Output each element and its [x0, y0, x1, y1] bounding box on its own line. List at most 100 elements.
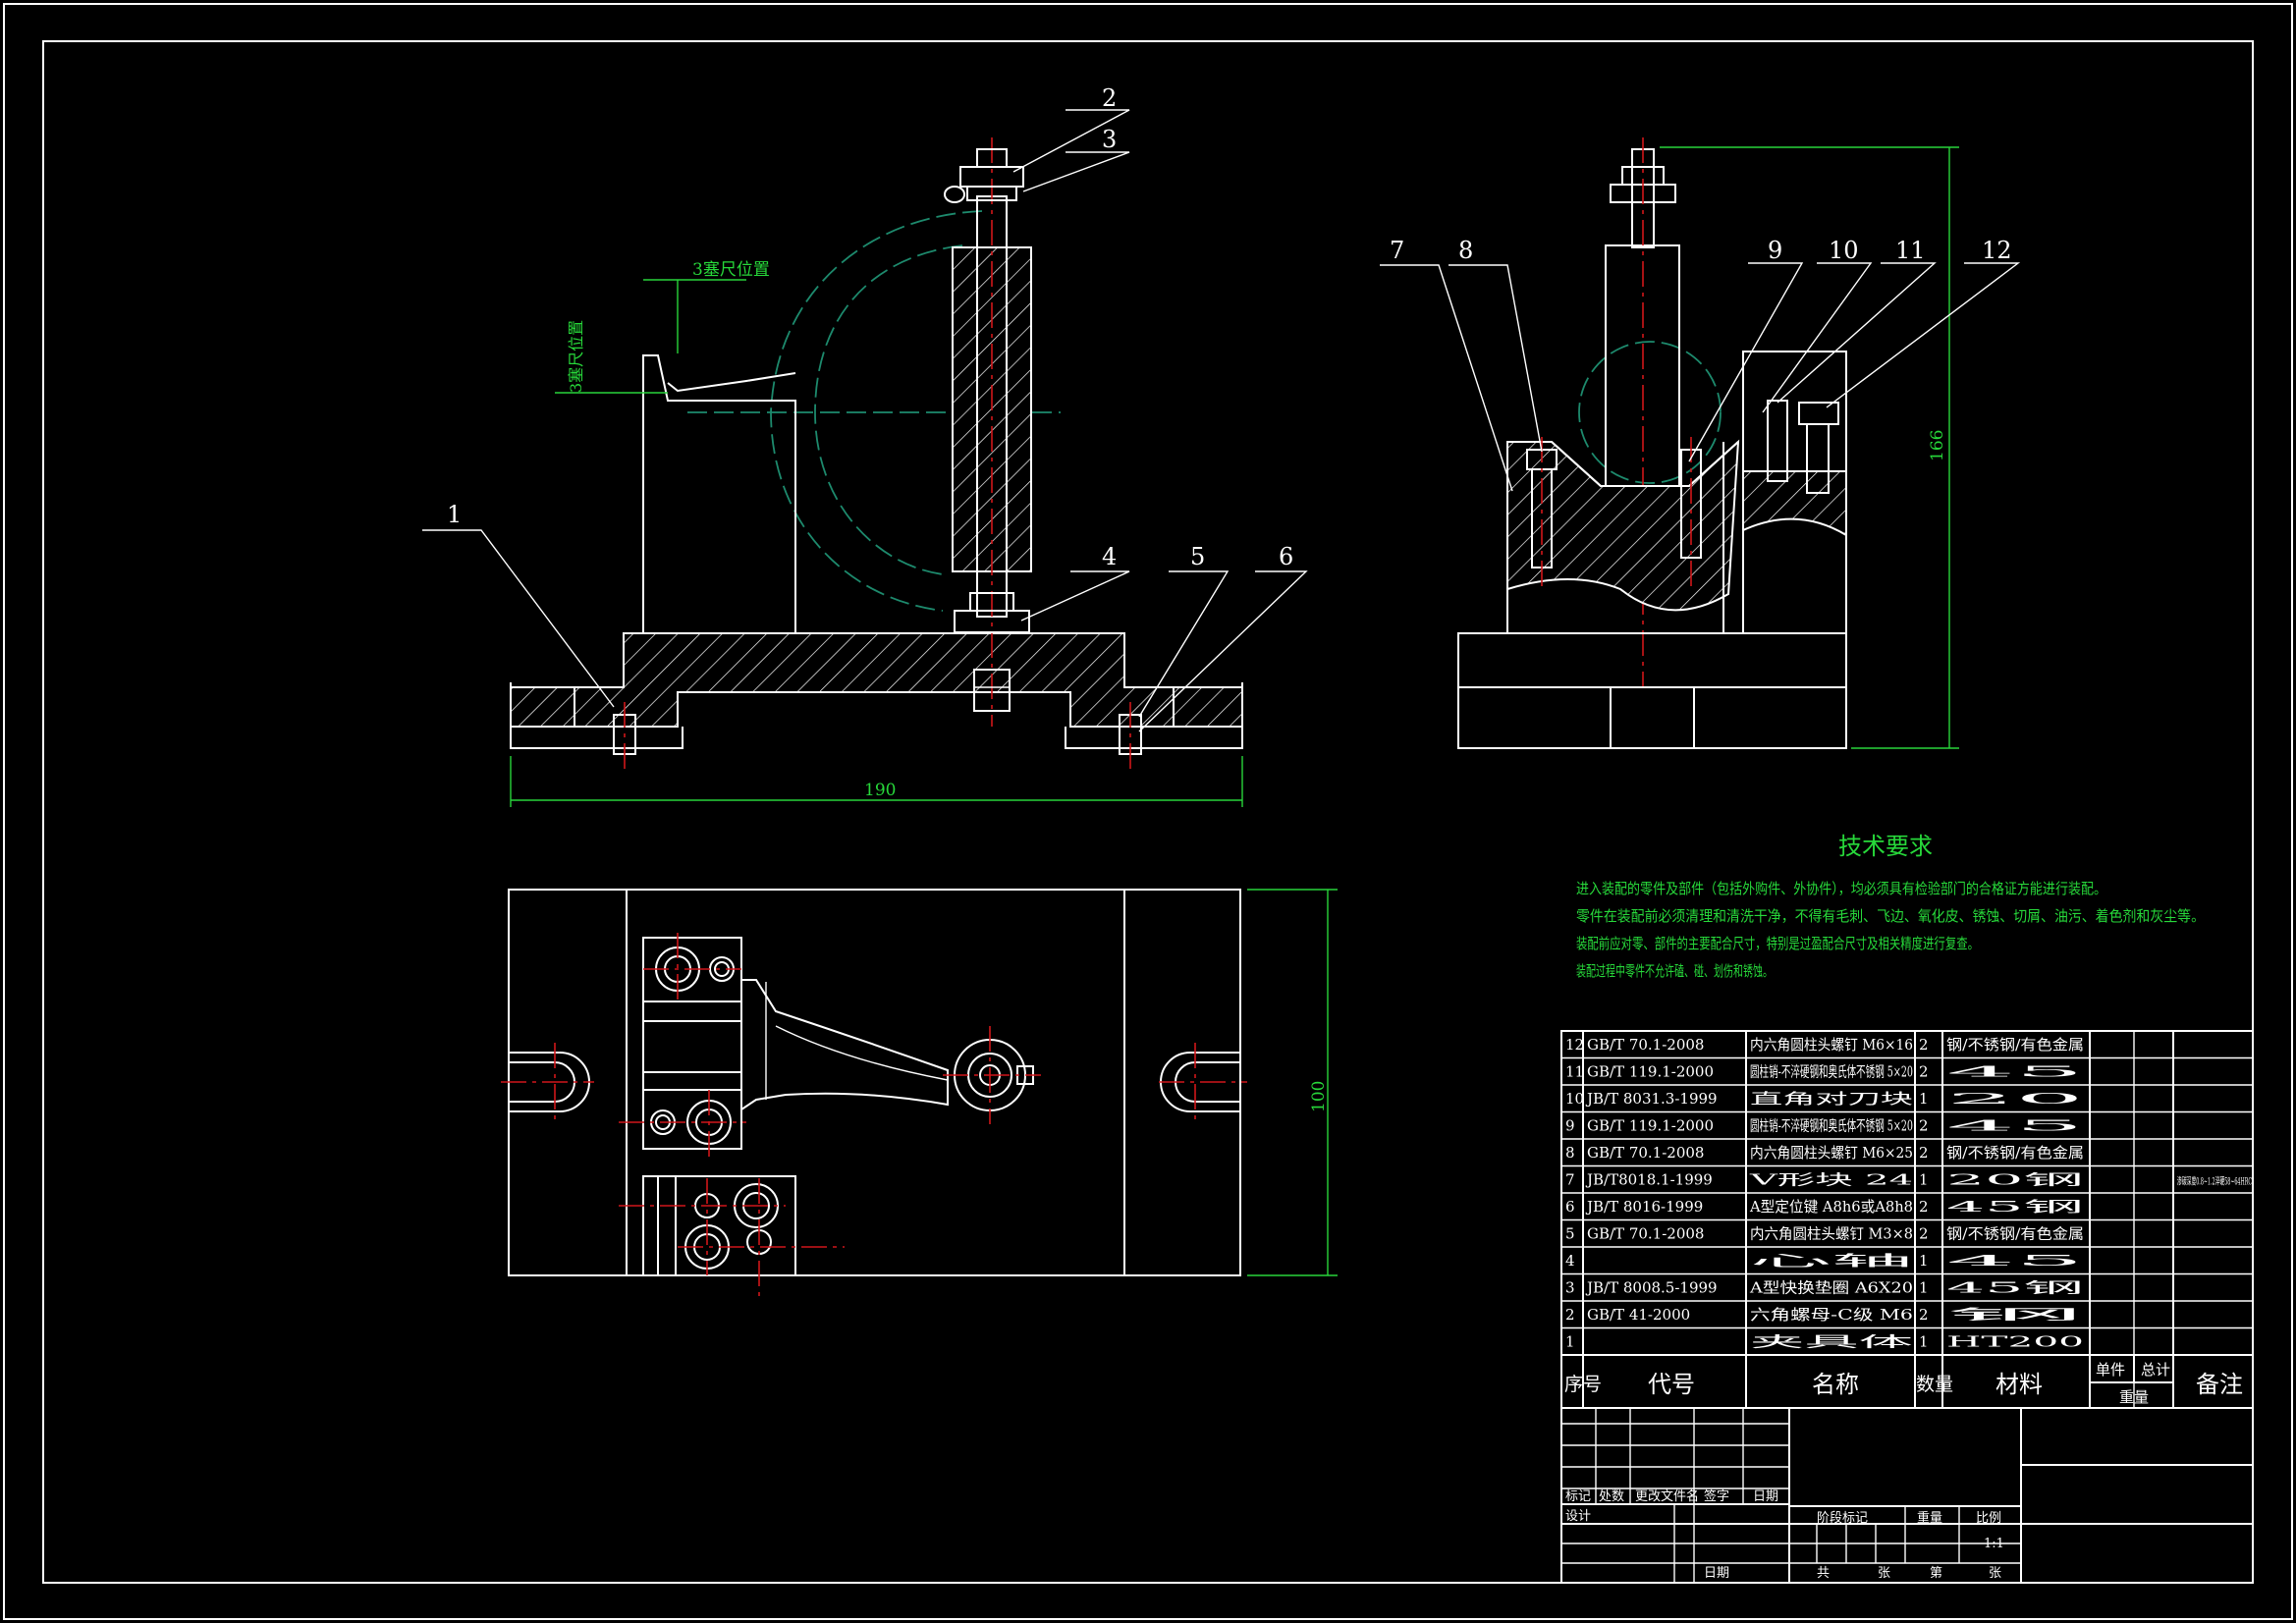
bom-row-no: 8 [1565, 1144, 1575, 1162]
tb-ratio: 比例 [1976, 1511, 2001, 1526]
bom-row-name: 圆柱销-不淬硬钢和奥氏体不锈钢 5×20 [1750, 1117, 1913, 1135]
bom-row-name: 内六角圆柱头螺钉 M6×16 [1750, 1036, 1913, 1054]
bom-row: 4 心轴 1 45 [1561, 1252, 2253, 1275]
bom-row-material: 45钢 [1946, 1279, 2084, 1297]
bom-row-qty: 1 [1919, 1252, 1929, 1270]
bom-row-code: GB/T 41-2000 [1587, 1306, 1690, 1324]
bom-header-qty: 数量 [1916, 1374, 1953, 1395]
bom-row-note: 渗碳深度0.8~1.2淬硬58~64HRC [2177, 1175, 2252, 1188]
bom-row-qty: 2 [1919, 1198, 1929, 1216]
bom-row-no: 4 [1565, 1252, 1575, 1270]
tb-total: 共 [1817, 1566, 1830, 1581]
bom-row-no: 9 [1565, 1117, 1575, 1135]
bom-row-material: 20钢 [1946, 1171, 2084, 1189]
tech-title: 技术要求 [1838, 833, 1933, 860]
bom-row-name: 内六角圆柱头螺钉 M6×25 [1750, 1144, 1913, 1162]
leaders [422, 109, 2021, 732]
bom-row-qty: 2 [1919, 1225, 1929, 1243]
bom-row-qty: 1 [1919, 1279, 1929, 1297]
bom-header-note: 备注 [2196, 1371, 2243, 1398]
bom-row-no: 3 [1565, 1279, 1575, 1297]
part-label-2: 2 [1102, 84, 1117, 112]
bom-row-code: JB/T8018.1-1999 [1585, 1171, 1713, 1189]
bom-row-name: V形块 24 [1747, 1171, 1913, 1189]
bom-row-no: 11 [1565, 1063, 1584, 1081]
bom-row-code: GB/T 70.1-2008 [1587, 1144, 1704, 1162]
tb-stage: 阶段标记 [1817, 1511, 1868, 1526]
dim-side-height: 166 [1928, 430, 1947, 461]
tb-weight: 重量 [1917, 1510, 1942, 1526]
bom-row-code: JB/T 8016-1999 [1585, 1198, 1703, 1216]
bom-row-material: 45 [1946, 1063, 2084, 1081]
tb-sheet2: 张 [1989, 1566, 2001, 1581]
part-label-12: 12 [1982, 237, 2012, 264]
tb-date2: 日期 [1704, 1566, 1729, 1581]
bom-row-qty: 1 [1919, 1090, 1929, 1108]
bom-row-code: GB/T 119.1-2000 [1587, 1117, 1714, 1135]
tb-date: 日期 [1753, 1489, 1778, 1504]
part-label-8: 8 [1458, 237, 1473, 264]
inner-frame [42, 40, 2254, 1584]
bom-header-weight: 重量 [2119, 1388, 2149, 1406]
bom-header-no: 序号 [1564, 1374, 1602, 1395]
bom-row-name: 直角对刀块 [1750, 1090, 1913, 1108]
bom-row-no: 7 [1565, 1171, 1575, 1189]
tech-line-3: 装配前应对零、部件的主要配合尺寸，特别是过盈配合尺寸及相关精度进行复查。 [1576, 935, 1979, 952]
bom-header-code: 代号 [1648, 1371, 1695, 1398]
bom-row-code: GB/T 119.1-2000 [1587, 1063, 1714, 1081]
part-label-4: 4 [1102, 543, 1117, 570]
bom-row: 3 JB/T 8008.5-1999 A型快换垫圈 A6X20 1 45钢 [1561, 1279, 2253, 1302]
bom-row-material: 钢 [1946, 1306, 2084, 1324]
bom-row-material: 钢/不锈钢/有色金属 [1946, 1225, 2084, 1243]
front-view: 190 3塞尺位置 3塞尺位置 [510, 137, 1243, 807]
part-label-3: 3 [1102, 126, 1117, 153]
part-label-5: 5 [1190, 543, 1205, 570]
tb-mark: 标记 [1565, 1489, 1591, 1504]
bom-row-name: 心轴 [1750, 1252, 1913, 1270]
bom-row-no: 10 [1565, 1090, 1584, 1108]
tb-scale: 1:1 [1984, 1537, 2004, 1551]
tb-count: 处数 [1599, 1489, 1624, 1504]
bom-row-material: 45钢 [1946, 1198, 2084, 1216]
bom-row-qty: 2 [1919, 1117, 1929, 1135]
bom-row-qty: 2 [1919, 1063, 1929, 1081]
bom-row-code: GB/T 70.1-2008 [1587, 1225, 1704, 1243]
part-label-6: 6 [1279, 543, 1293, 570]
top-view: 100 [501, 889, 1338, 1301]
tb-doc: 更改文件名 [1635, 1488, 1699, 1504]
bom-header-name: 名称 [1812, 1371, 1859, 1398]
bom-row-no: 1 [1565, 1333, 1575, 1351]
feeler-note-b: 3塞尺位置 [567, 320, 585, 393]
tech-line-2: 零件在装配前必须清理和清洗干净，不得有毛刺、飞边、氧化皮、锈蚀、切屑、油污、着色… [1576, 907, 2205, 925]
tb-sheet: 张 [1878, 1566, 1890, 1581]
bom-row-material: 45 [1946, 1117, 2084, 1135]
bom-row: 1 夹具体 1 HT200 [1561, 1333, 2253, 1356]
side-view: 166 [1457, 137, 1959, 749]
bom-row: 7 JB/T8018.1-1999 V形块 24 1 20钢 渗碳深度0.8~1.2淬硬5… [1561, 1171, 2253, 1194]
bom-row-code: JB/T 8008.5-1999 [1585, 1279, 1718, 1297]
part-label-1: 1 [447, 501, 462, 528]
tb-sign: 签字 [1704, 1488, 1729, 1504]
bom-header-material: 材料 [1995, 1371, 2043, 1398]
bom-row-name: 六角螺母-C级 M6 [1750, 1306, 1913, 1324]
part-label-7: 7 [1390, 237, 1404, 264]
bom-row-code: GB/T 70.1-2008 [1587, 1036, 1704, 1054]
bom-row-name: A型快换垫圈 A6X20 [1749, 1279, 1913, 1297]
bom-row-qty: 1 [1919, 1171, 1929, 1189]
tb-page: 第 [1930, 1566, 1942, 1581]
bom-row-qty: 2 [1919, 1306, 1929, 1324]
bom-row-qty: 1 [1919, 1333, 1929, 1351]
bom-row-material: 45 [1946, 1252, 2084, 1270]
bom-row-material: HT200 [1946, 1333, 2084, 1351]
bom-row-name: 夹具体 [1750, 1333, 1913, 1351]
bom-row-no: 5 [1565, 1225, 1575, 1243]
outer-frame [3, 3, 2293, 1620]
